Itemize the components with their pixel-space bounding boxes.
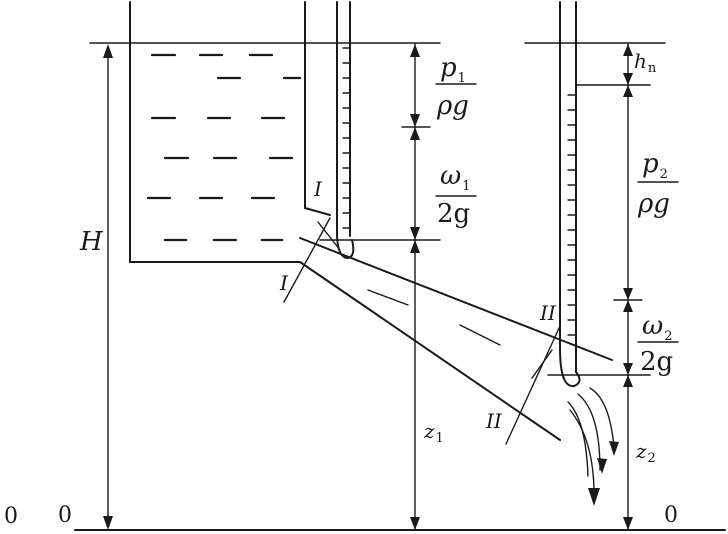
pitot-tube-2-scale [567,94,577,336]
label-section-II-bottom: II [485,409,503,433]
liquid-dashes [146,53,302,242]
pitot-tube-1 [336,1,355,260]
pitot-tube-1-scale [342,47,351,229]
section-I-line [283,217,341,303]
pitot-tube-2 [559,1,581,388]
pipe [299,237,613,441]
label-omega1: ω1 [440,161,470,194]
outflow-jets [567,387,619,506]
label-hn: hn [634,49,657,76]
section-II-line [505,325,561,445]
tank [129,1,331,263]
label-omega2: ω2 [642,311,672,344]
dimension-section-2 [547,43,651,531]
label-section-I-bottom: I [279,271,289,295]
dimension-H [103,44,113,530]
label-datum-left-inner: 0 [58,503,72,528]
label-datum-left-outer: 0 [4,504,18,529]
label-datum-right: 0 [664,503,678,528]
dimension-section-1 [319,43,441,531]
fraction-bars [435,83,679,343]
label-H: H [79,227,104,257]
label-z2: z2 [635,439,656,466]
label-section-I-top: I [313,177,323,201]
label-p2: p2 [642,149,668,182]
label-rho-g-2: ρg [637,189,670,219]
label-p1: p1 [440,53,466,86]
label-2g-2: 2g [640,347,673,377]
label-z1: z1 [423,419,444,446]
label-rho-g-1: ρg [436,91,469,121]
label-2g-1: 2g [437,199,470,229]
label-section-II-top: II [539,301,557,325]
